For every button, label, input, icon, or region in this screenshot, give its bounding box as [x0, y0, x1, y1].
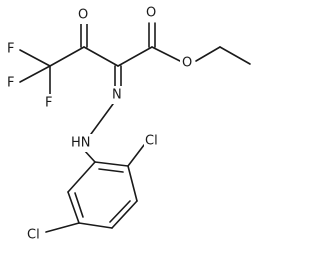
atom-f2: F [7, 76, 14, 91]
ring-bond-4-5 [78, 222, 113, 229]
bond-ch2-ch3 [219, 46, 251, 65]
atom-o-ester-carbonyl: O [146, 6, 156, 21]
bond-c-f2 [19, 65, 51, 83]
bond-ring-cl-ortho [127, 144, 145, 167]
ring-inner-double-3-4 [109, 200, 131, 223]
ring-bond-2-3 [127, 165, 138, 202]
atom-cl-ortho: Cl [145, 134, 158, 149]
bond-ester-o [151, 46, 181, 62]
chemical-structure-diagram: F F F O O O N HN Cl Cl [6, 4, 251, 244]
ring-inner-double-5-6 [74, 192, 84, 218]
ring-bond-1-2 [94, 161, 129, 167]
bond-o-ch2 [195, 46, 221, 62]
bond-c-f1 [19, 49, 51, 67]
atom-o-ketone: O [78, 8, 88, 23]
atom-o-ester: O [182, 56, 192, 71]
bond-n-nh [90, 103, 114, 135]
ring-inner-double-1-2 [98, 168, 124, 173]
atom-f3: F [45, 96, 52, 111]
atom-n-hydrazine: HN [71, 136, 91, 151]
bond-ring-cl-meta [45, 222, 80, 233]
atom-cl-meta: Cl [27, 228, 40, 243]
atom-f1: F [7, 42, 14, 57]
ring-bond-3-4 [111, 200, 138, 229]
atom-n-imine: N [112, 88, 122, 103]
bond-central-ester [117, 46, 153, 67]
ring-bond-6-1 [67, 161, 96, 193]
bond-ketone-central [83, 46, 119, 67]
atom-label-layer: F F F O O O N HN Cl Cl [6, 4, 195, 244]
ring-bond-5-6 [67, 191, 80, 224]
bond-cf3-ketone [49, 46, 85, 67]
bond-layer [19, 22, 251, 233]
